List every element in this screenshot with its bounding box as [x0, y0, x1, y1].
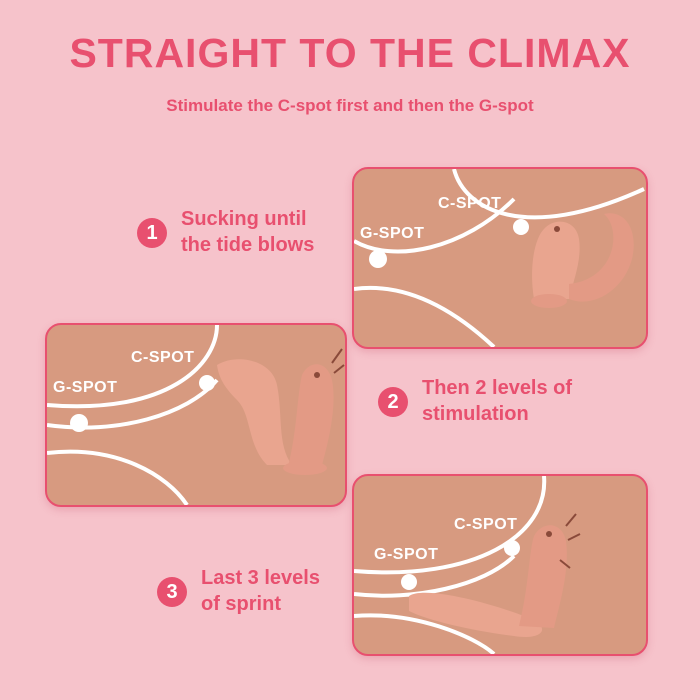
step-number-badge: 2 — [378, 387, 408, 417]
device-icon — [217, 359, 334, 475]
device-icon — [531, 213, 634, 308]
step-line: Sucking until — [181, 208, 307, 230]
vibration-icon — [331, 348, 345, 374]
illustration-panel-1: C-SPOT G-SPOT — [352, 167, 648, 349]
step-text: Sucking until the tide blows — [181, 206, 314, 258]
step-number-badge: 1 — [137, 218, 167, 248]
step-text: Last 3 levels of sprint — [201, 565, 320, 617]
step-2: 2 Then 2 levels of stimulation — [378, 375, 572, 427]
step-text: Then 2 levels of stimulation — [422, 375, 572, 427]
g-spot-label: G-SPOT — [360, 225, 425, 242]
g-spot-marker — [70, 414, 88, 432]
illustration-panel-2: C-SPOT G-SPOT — [45, 323, 347, 507]
step-number-badge: 3 — [157, 577, 187, 607]
anatomy-illustration — [47, 325, 345, 505]
illustration-panel-3: C-SPOT G-SPOT — [352, 474, 648, 656]
page-title: STRAIGHT TO THE CLIMAX — [69, 30, 631, 76]
page-subtitle: Stimulate the C-spot first and then the … — [166, 96, 534, 115]
step-1: 1 Sucking until the tide blows — [137, 206, 314, 258]
step-line: Last 3 levels — [201, 567, 320, 589]
g-spot-label: G-SPOT — [374, 546, 439, 563]
anatomy-illustration — [354, 169, 645, 347]
step-line: Then 2 levels of — [422, 377, 573, 399]
c-spot-label: C-SPOT — [454, 516, 518, 533]
anatomy-illustration — [354, 476, 581, 654]
g-spot-label: G-SPOT — [53, 379, 118, 396]
c-spot-marker — [513, 219, 529, 235]
step-line: the tide blows — [181, 234, 315, 256]
vibration-icon — [559, 513, 581, 569]
c-spot-label: C-SPOT — [438, 195, 502, 212]
c-spot-marker — [199, 375, 215, 391]
c-spot-marker — [504, 540, 520, 556]
device-icon — [409, 525, 567, 637]
step-3: 3 Last 3 levels of sprint — [157, 565, 320, 617]
c-spot-label: C-SPOT — [131, 349, 195, 366]
g-spot-marker — [401, 574, 417, 590]
step-line: of sprint — [201, 593, 281, 615]
g-spot-marker — [369, 250, 387, 268]
step-line: stimulation — [422, 403, 529, 425]
